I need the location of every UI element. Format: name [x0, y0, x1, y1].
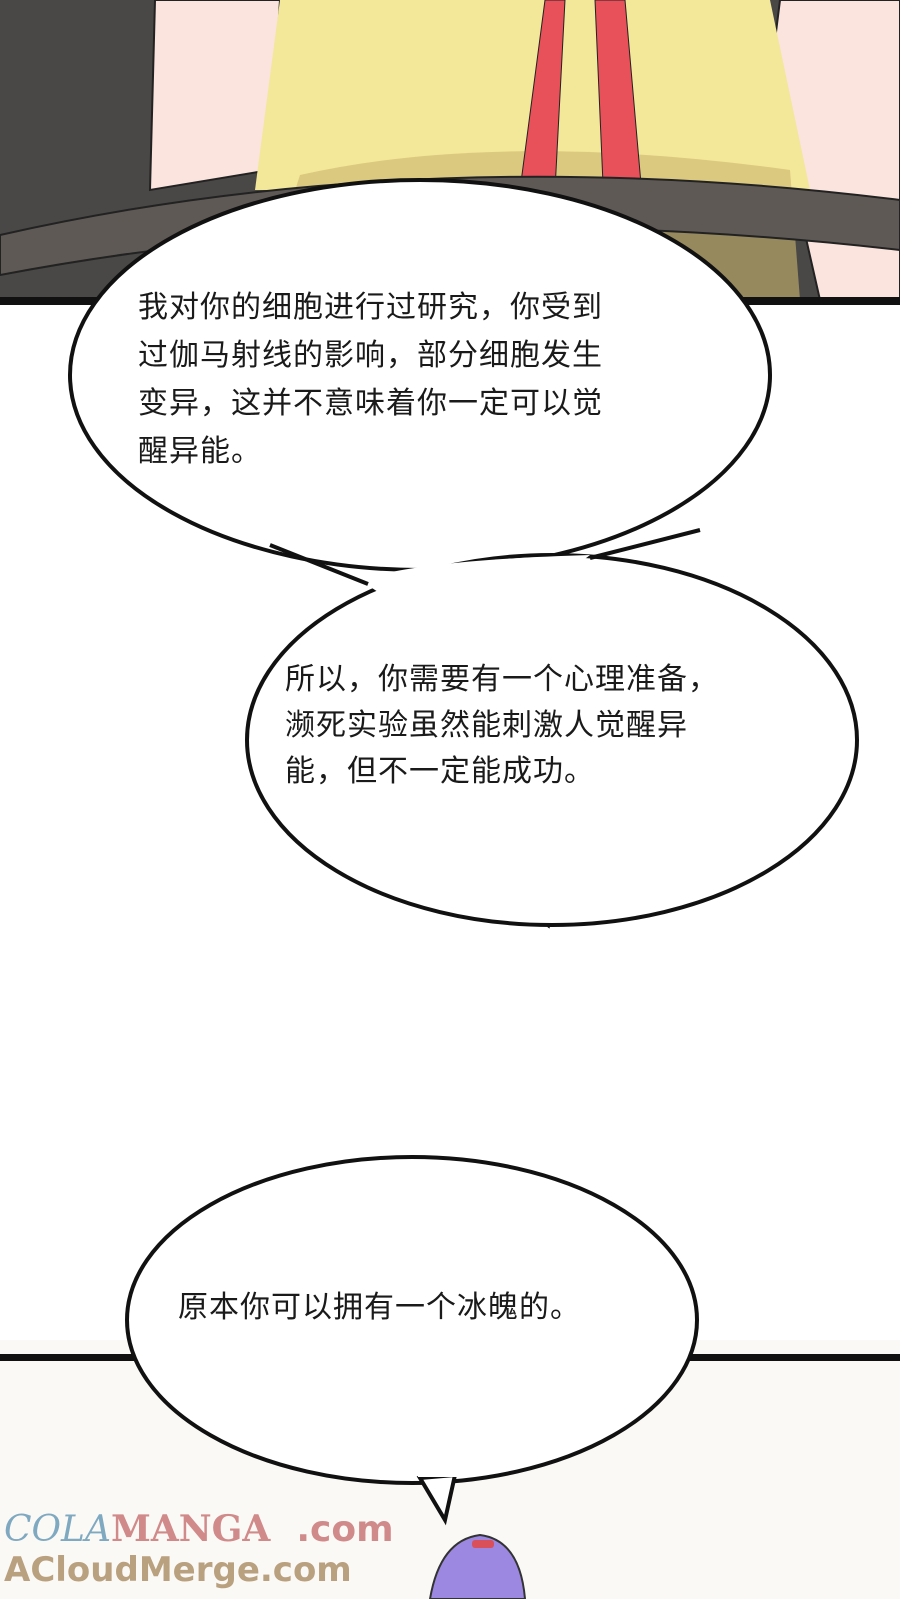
dialogue-line: 所以，你需要有一个心理准备，	[285, 662, 719, 697]
dialogue-line: 变异，这并不意味着你一定可以觉	[138, 386, 603, 421]
dialogue-line: 醒异能。	[138, 434, 262, 469]
dialogue-line: 能，但不一定能成功。	[285, 754, 595, 789]
dialogue-line: 我对你的细胞进行过研究，你受到	[138, 290, 603, 325]
watermark-colamanga: COLAMANGA .com	[4, 1508, 394, 1550]
dialogue-line: 原本你可以拥有一个冰魄的。	[178, 1290, 581, 1325]
watermark-part: COLA	[4, 1509, 111, 1550]
dialogue-line: 濒死实验虽然能刺激人觉醒异	[285, 708, 688, 743]
speech-bubbles	[68, 178, 859, 1526]
watermark-acloudmerge: ACloudMerge.com	[4, 1550, 352, 1590]
watermark-part: .com	[296, 1509, 394, 1550]
watermark-part: MANGA	[110, 1508, 271, 1550]
dialogue-line: 过伽马射线的影响，部分细胞发生	[138, 338, 603, 373]
